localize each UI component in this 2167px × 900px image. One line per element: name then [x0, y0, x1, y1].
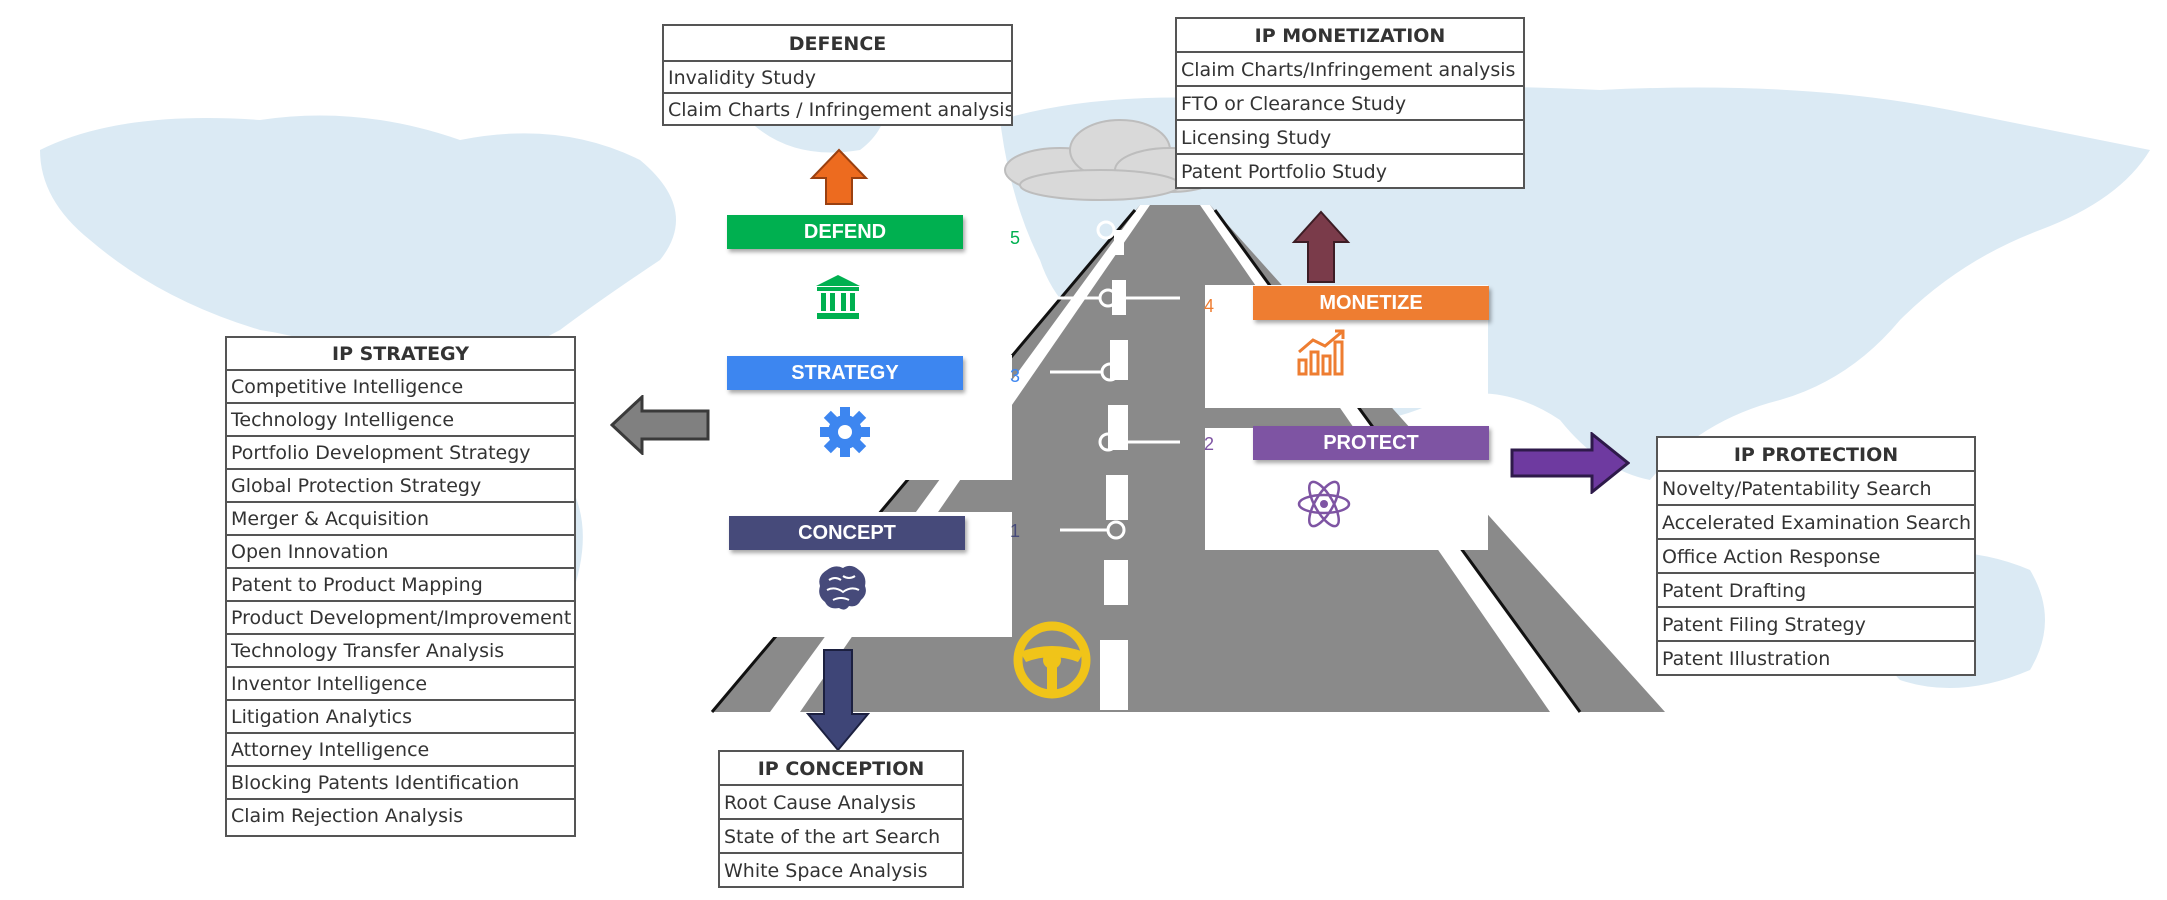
list-item: State of the art Search [720, 820, 962, 854]
list-item: Litigation Analytics [227, 701, 574, 734]
list-item: Technology Transfer Analysis [227, 635, 574, 668]
ip-monetization-box: IP MONETIZATION Claim Charts/Infringemen… [1175, 17, 1525, 189]
arrow-up-defence [809, 148, 869, 205]
list-item: Patent Drafting [1658, 574, 1974, 608]
list-item: Patent Filing Strategy [1658, 608, 1974, 642]
brain-icon [819, 565, 866, 610]
list-item: Product Development/Improvement [227, 602, 574, 635]
list-item: Licensing Study [1177, 121, 1523, 155]
arrow-left-strategy [610, 395, 710, 455]
steering-wheel-icon [1013, 621, 1091, 699]
list-item: Novelty/Patentability Search [1658, 472, 1974, 506]
bank-icon [816, 275, 860, 319]
arrow-up-monetization [1291, 210, 1351, 283]
stage-number-defend: 5 [1010, 228, 1021, 248]
defence-title: DEFENCE [664, 26, 1011, 62]
ip-monetization-title: IP MONETIZATION [1177, 19, 1523, 53]
stage-tag-strategy: STRATEGY [727, 356, 963, 390]
arrow-right-protection [1510, 432, 1630, 494]
stage-tag-defend: DEFEND [727, 215, 963, 249]
list-item: Competitive Intelligence [227, 371, 574, 404]
road-connectors [1010, 220, 1180, 540]
stage-number-strategy: 3 [1010, 366, 1021, 386]
stage-number-monetize: 4 [1204, 296, 1215, 316]
list-item: Open Innovation [227, 536, 574, 569]
list-item: Patent Portfolio Study [1181, 161, 1387, 183]
list-item: Inventor Intelligence [227, 668, 574, 701]
list-item: Patent Illustration [1662, 648, 1831, 670]
list-item: Claim Rejection Analysis [231, 805, 464, 827]
stage-number-concept: 1 [1010, 521, 1021, 541]
list-item: Attorney Intelligence [227, 734, 574, 767]
list-item: Office Action Response [1658, 540, 1974, 574]
ip-protection-title: IP PROTECTION [1658, 438, 1974, 472]
ip-strategy-box: IP STRATEGY Competitive Intelligence Tec… [225, 336, 576, 837]
arrow-down-conception [806, 649, 870, 752]
stage-tag-concept: CONCEPT [729, 516, 965, 550]
list-item: Portfolio Development Strategy [227, 437, 574, 470]
ip-conception-box: IP CONCEPTION Root Cause Analysis State … [718, 750, 964, 888]
ip-conception-title: IP CONCEPTION [720, 752, 962, 786]
stage-tag-protect: PROTECT [1253, 426, 1489, 460]
stage-number-protect: 2 [1204, 434, 1215, 454]
list-item: Blocking Patents Identification [227, 767, 574, 800]
atom-icon [1297, 480, 1351, 528]
list-item: Root Cause Analysis [720, 786, 962, 820]
list-item: Accelerated Examination Search [1658, 506, 1974, 540]
ip-protection-box: IP PROTECTION Novelty/Patentability Sear… [1656, 436, 1976, 676]
list-item: Claim Charts/Infringement analysis [1177, 53, 1523, 87]
chart-growth-icon [1297, 329, 1345, 376]
list-item: FTO or Clearance Study [1177, 87, 1523, 121]
list-item: Invalidity Study [664, 62, 1011, 94]
list-item: Claim Charts / Infringement analysis [668, 99, 1011, 121]
list-item: Merger & Acquisition [227, 503, 574, 536]
gear-icon [820, 407, 870, 457]
list-item: Global Protection Strategy [227, 470, 574, 503]
list-item: White Space Analysis [724, 860, 928, 882]
ip-strategy-title: IP STRATEGY [227, 338, 574, 371]
list-item: Technology Intelligence [227, 404, 574, 437]
defence-box: DEFENCE Invalidity Study Claim Charts / … [662, 24, 1013, 126]
list-item: Patent to Product Mapping [227, 569, 574, 602]
stage-tag-monetize: MONETIZE [1253, 286, 1489, 320]
